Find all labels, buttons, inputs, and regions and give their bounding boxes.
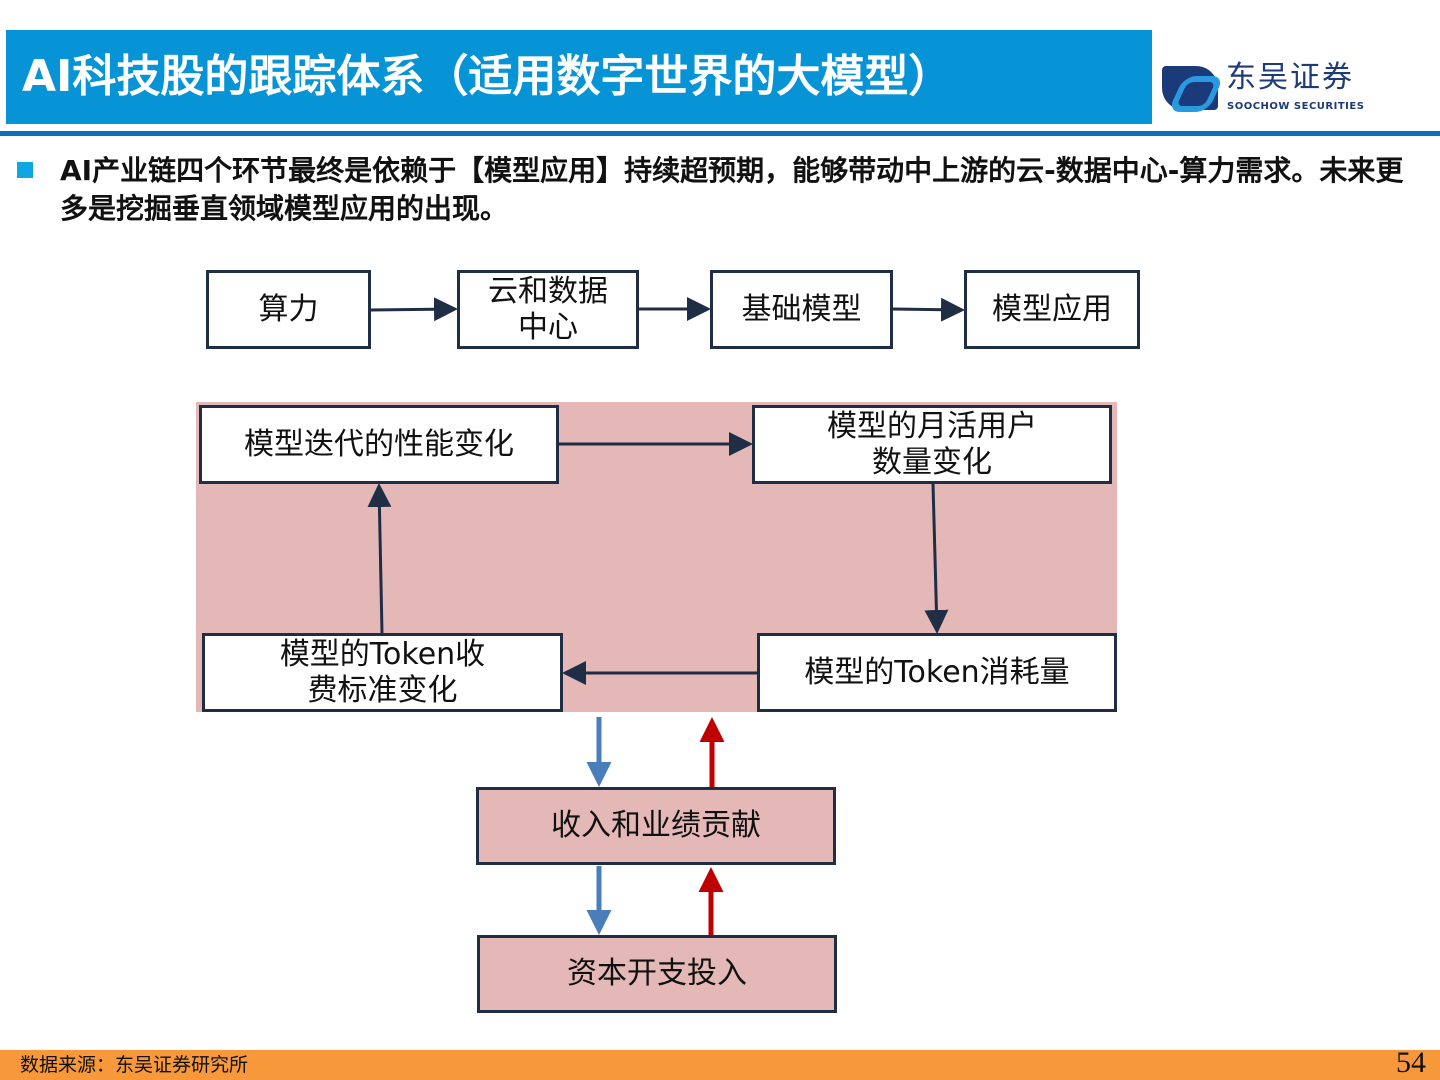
- page-number: 54: [1396, 1046, 1426, 1079]
- capex-box: 资本开支投入: [477, 935, 837, 1013]
- logo-cn: 东吴证券: [1226, 60, 1354, 95]
- chain-compute: 算力: [206, 270, 371, 349]
- arrow-mau-to-consume: [924, 483, 949, 634]
- arrow-fee-to-perf: [367, 483, 392, 634]
- bullet-text: AI产业链四个环节最终是依赖于【模型应用】持续超预期，能够带动中上游的云-数据中…: [60, 154, 1404, 225]
- cycle-token-consumption: 模型的Token消耗量: [757, 633, 1117, 712]
- logo: 东吴证券 SOOCHOW SECURITIES: [1162, 60, 1382, 116]
- footer-bar: [0, 1050, 1440, 1080]
- cycle-token-fee: 模型的Token收费标准变化: [202, 633, 563, 712]
- chain-foundation-model: 基础模型: [710, 270, 893, 349]
- logo-mark-icon: [1162, 66, 1218, 110]
- revenue-box: 收入和业绩贡献: [476, 787, 836, 865]
- logo-en: SOOCHOW SECURITIES: [1227, 101, 1365, 112]
- footer-source: 数据来源：东吴证券研究所: [20, 1054, 249, 1076]
- cycle-performance: 模型迭代的性能变化: [199, 405, 559, 484]
- arrow-chain-3: [892, 297, 965, 322]
- chain-model-app: 模型应用: [964, 270, 1140, 349]
- cycle-mau: 模型的月活用户数量变化: [752, 405, 1112, 484]
- bullet-square-icon: [17, 162, 33, 178]
- title-rule: [0, 131, 1440, 136]
- slide-title: AI科技股的跟踪体系（适用数字世界的大模型）: [6, 30, 1152, 124]
- arrow-chain-1: [370, 297, 458, 322]
- chain-cloud-datacenter: 云和数据中心: [457, 270, 639, 349]
